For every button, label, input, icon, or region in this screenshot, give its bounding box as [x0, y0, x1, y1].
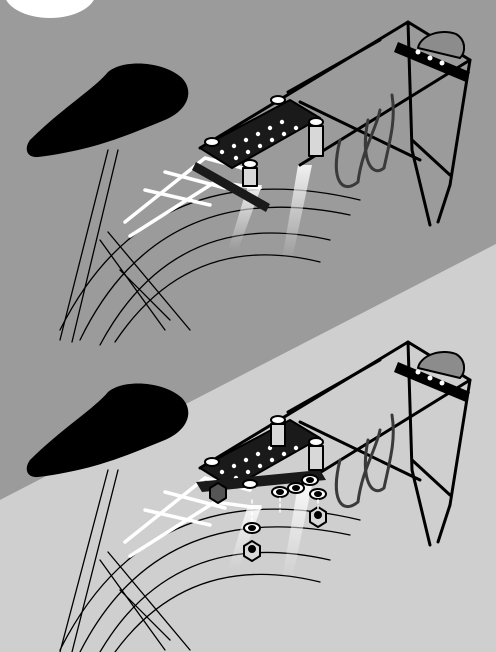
assembly-illustration [0, 0, 496, 652]
instruction-diagram [0, 0, 496, 652]
